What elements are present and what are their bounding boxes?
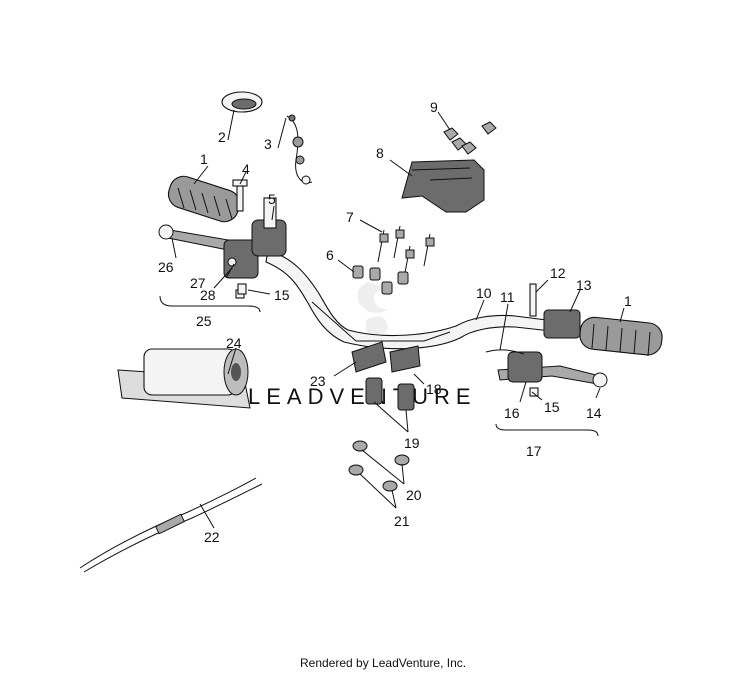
callout-9: 9: [430, 99, 438, 115]
small-clip-left: [237, 283, 247, 295]
callout-27: 27: [190, 275, 206, 291]
footer-credit: Rendered by LeadVenture, Inc.: [300, 656, 466, 670]
callout-13: 13: [576, 277, 592, 293]
handlebar-cover: [401, 159, 485, 213]
callout-19: 19: [404, 435, 420, 451]
right-grip-assembly: [485, 283, 663, 397]
callout-25: 25: [196, 313, 212, 329]
callout-23: 23: [310, 373, 326, 389]
callout-1-right: 1: [624, 293, 632, 309]
washers: [348, 440, 410, 492]
watermark-text: LEADVENTURE: [248, 384, 477, 409]
studs: [377, 225, 435, 279]
handlebar-pad: [117, 348, 251, 409]
callout-15-right: 15: [544, 399, 560, 415]
callout-10: 10: [476, 285, 492, 301]
callout-5: 5: [268, 191, 276, 207]
callout-18: 18: [426, 381, 442, 397]
callout-21: 21: [394, 513, 410, 529]
callout-2: 2: [218, 129, 226, 145]
callout-12: 12: [550, 265, 566, 281]
bushings: [352, 265, 409, 295]
callout-14: 14: [586, 405, 602, 421]
callout-4: 4: [242, 161, 250, 177]
left-grip: [167, 175, 241, 223]
throttle-cable: [79, 477, 263, 573]
callout-22: 22: [204, 529, 220, 545]
callout-8: 8: [376, 145, 384, 161]
watermark-logo: [357, 282, 388, 335]
callout-28: 28: [200, 287, 216, 303]
callout-7: 7: [346, 209, 354, 225]
handlebar: [265, 249, 571, 350]
callout-labels: 1 2 3 4 5 6 7 8 9 10 11 12 13 1 14 15 15…: [158, 99, 632, 545]
callout-11: 11: [500, 289, 515, 305]
leader-lines: [159, 109, 625, 529]
callout-15-left: 15: [274, 287, 290, 303]
bolt-caps: [443, 121, 497, 155]
callout-26: 26: [158, 259, 174, 275]
left-brake-lever-assembly: [158, 197, 287, 299]
callout-6: 6: [326, 247, 334, 263]
callout-16: 16: [504, 405, 520, 421]
callout-20: 20: [406, 487, 422, 503]
handlebar-clamp: [351, 341, 421, 411]
kill-switch-harness: [286, 114, 313, 185]
callout-24: 24: [226, 335, 242, 351]
callout-3: 3: [264, 136, 272, 152]
switch-cap: [221, 91, 263, 113]
callout-1-left: 1: [200, 151, 208, 167]
callout-17: 17: [526, 443, 542, 459]
